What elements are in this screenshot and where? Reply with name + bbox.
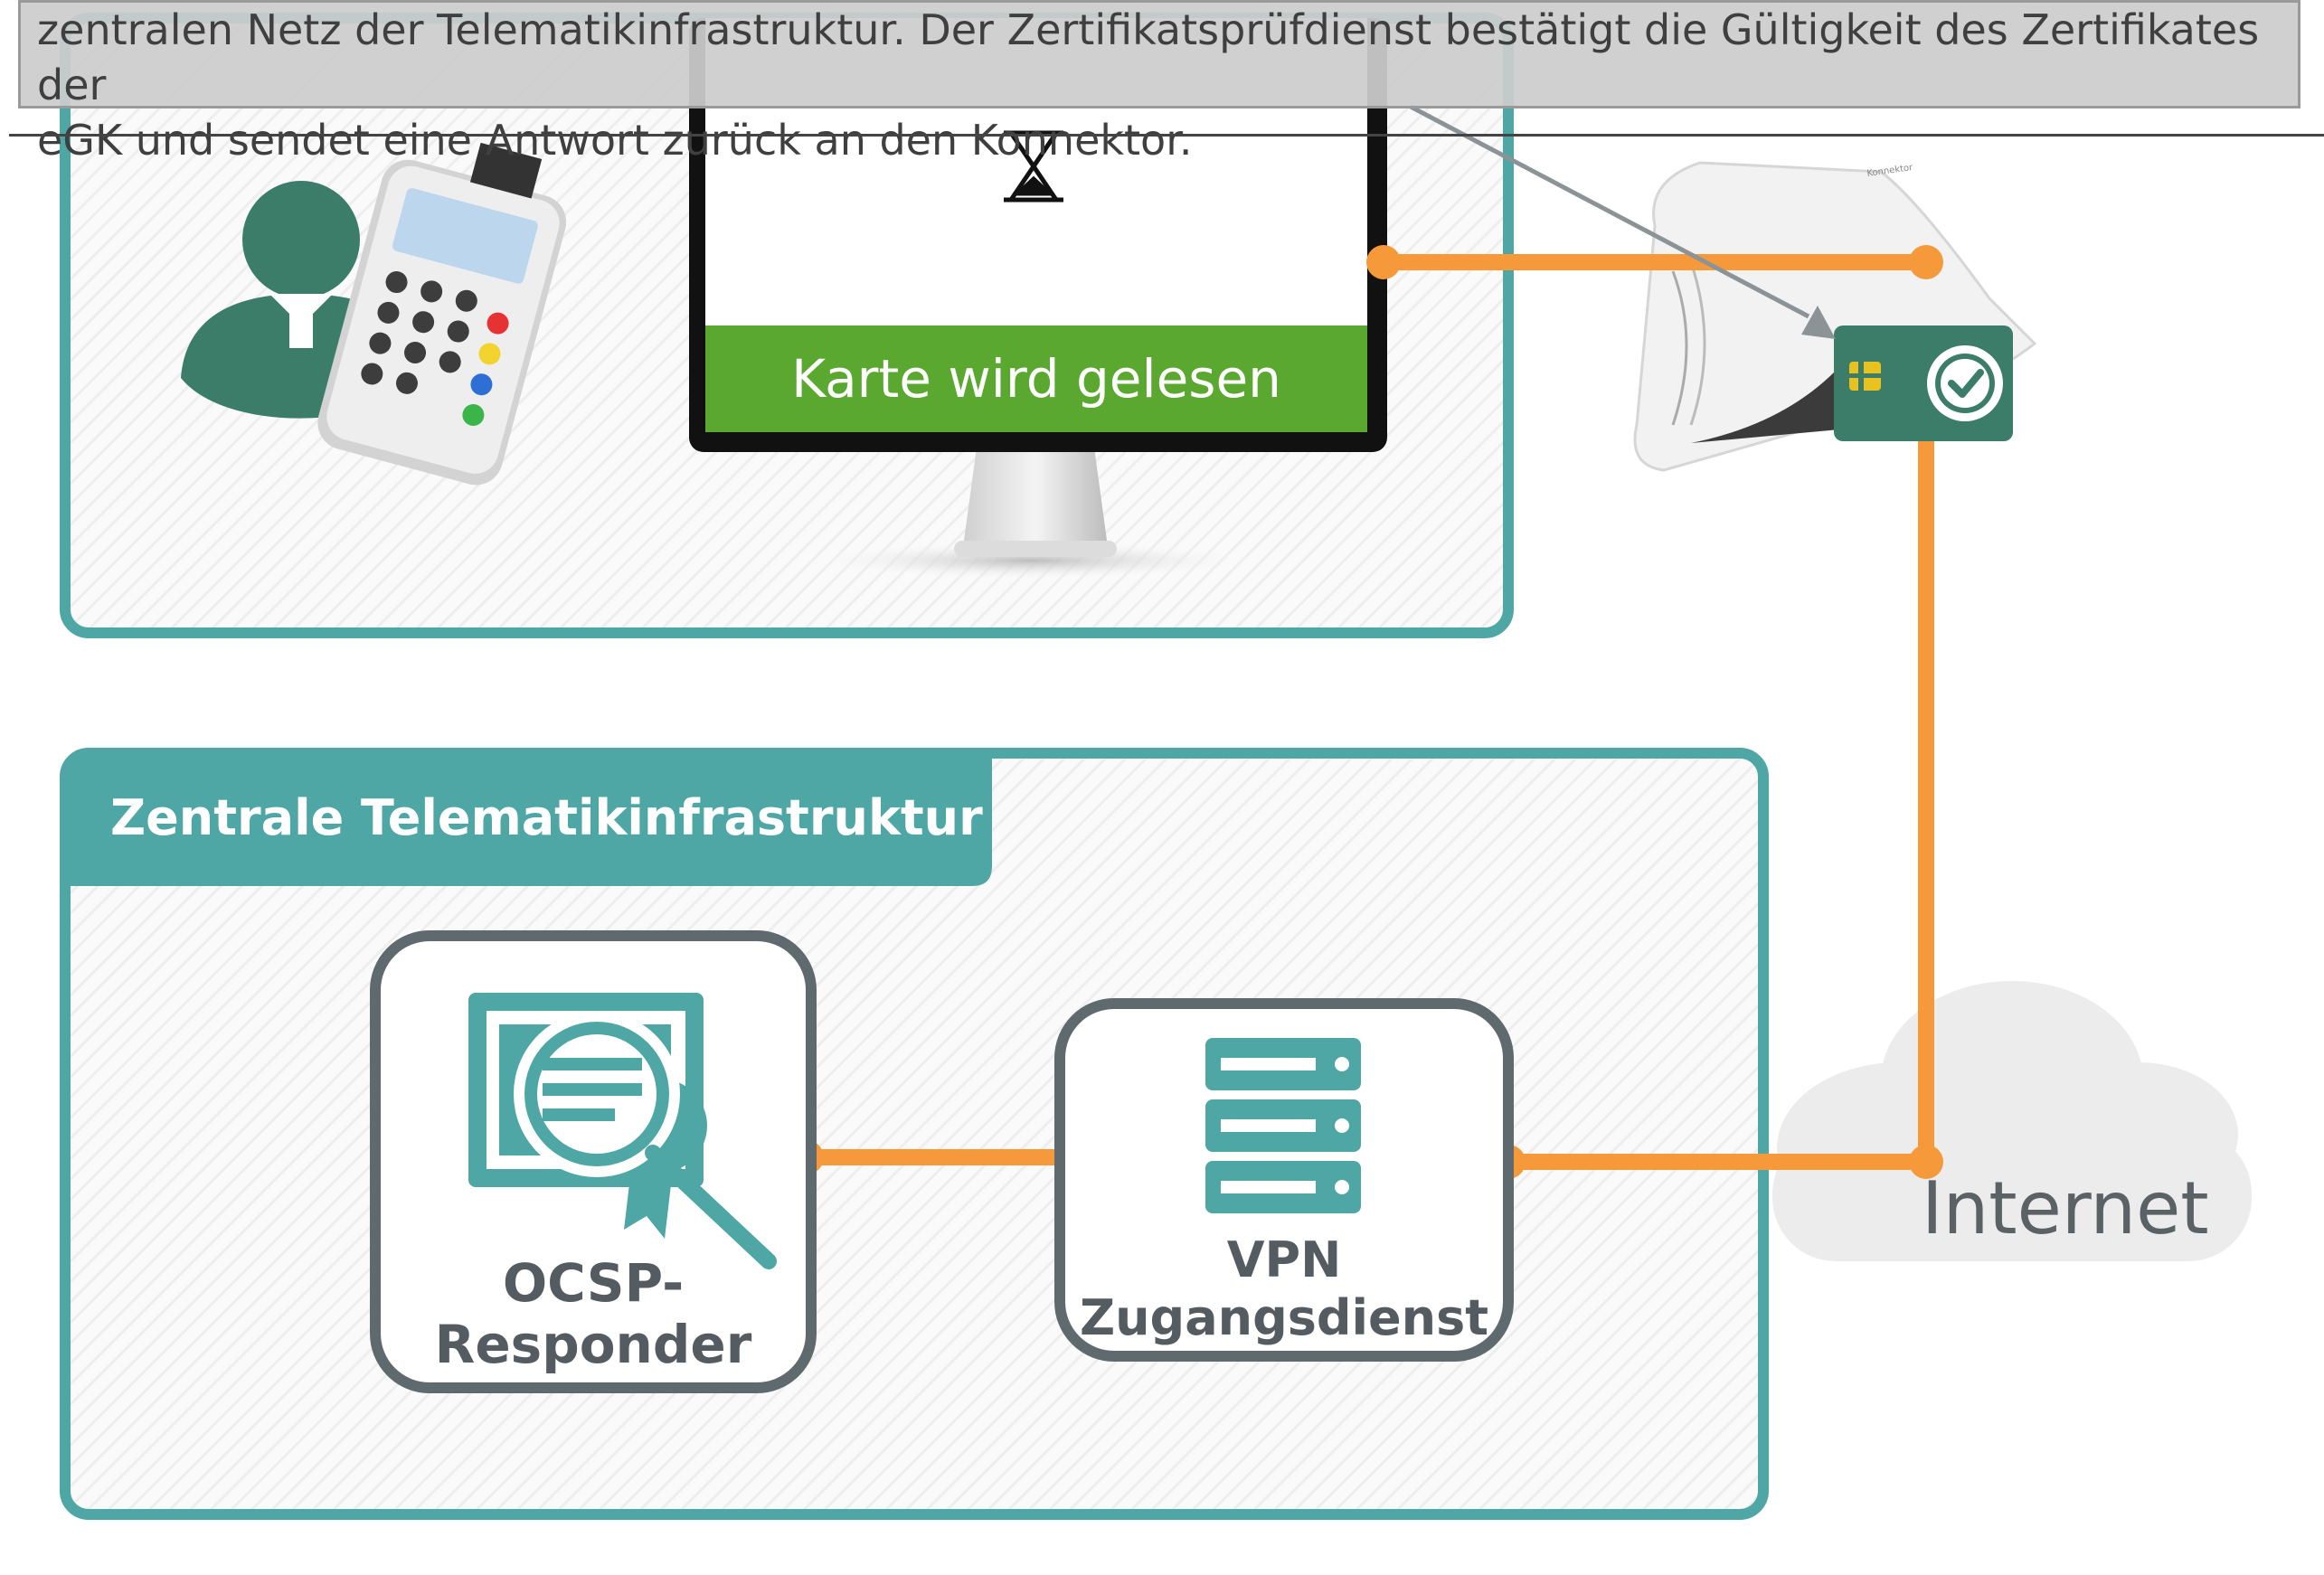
vpn-label-line-2: Zugangsdienst [1079,1289,1489,1346]
ocsp-label-line-2: Responder [434,1314,752,1375]
network-links [798,254,1934,1170]
tooltip-line-1: zentralen Netz der Telematikinfrastruktu… [37,5,2260,109]
tooltip-line-2: eGK und sendet eine Antwort zurück an de… [37,116,1193,165]
tooltip-divider [9,134,2324,137]
screen-status-label: Karte wird gelesen [791,348,1281,410]
certificate-magnifier-icon [468,993,777,1269]
tooltip: zentralen Netz der Telematikinfrastruktu… [18,0,2300,165]
ocsp-label-line-1: OCSP- [502,1252,685,1314]
card-terminal-icon [317,142,567,486]
hourglass-icon [1004,130,1063,203]
zone-title-bar [65,753,992,886]
connector-badge [1834,325,2013,441]
server-icon [1205,1038,1361,1213]
central-ti-title: Zentrale Telematikinfrastruktur [110,789,983,846]
check-badge-icon [1927,345,2003,421]
chip-icon [1849,359,1881,393]
vpn-label-line-1: VPN [1226,1231,1342,1288]
internet-label: Internet [1922,1166,2209,1250]
arrow-icon [1409,104,1836,339]
